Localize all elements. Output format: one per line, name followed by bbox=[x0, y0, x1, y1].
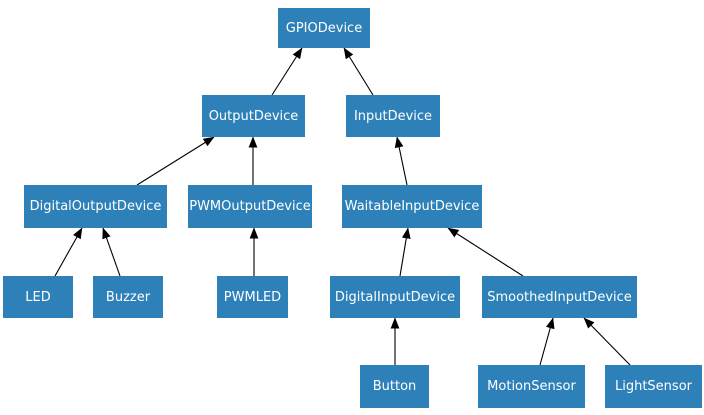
node-waitableinputdevice: WaitableInputDevice bbox=[342, 185, 482, 228]
node-lightsensor: LightSensor bbox=[605, 365, 702, 408]
node-pwmoutputdevice: PWMOutputDevice bbox=[188, 185, 312, 228]
edge-inputdevice-to-gpiodevice bbox=[343, 47, 374, 96]
node-digitaloutputdevice: DigitalOutputDevice bbox=[24, 185, 167, 228]
edge-outputdevice-to-gpiodevice bbox=[271, 47, 303, 96]
node-inputdevice: InputDevice bbox=[346, 95, 440, 137]
edge-buzzer-to-digitaloutputdevice bbox=[102, 227, 121, 277]
node-gpiodevice: GPIODevice bbox=[278, 8, 370, 48]
edge-lightsensor-to-smoothedinputdevice bbox=[583, 317, 631, 366]
edge-digitaloutputdevice-to-outputdevice bbox=[136, 136, 215, 186]
node-button: Button bbox=[360, 365, 429, 408]
node-outputdevice: OutputDevice bbox=[202, 95, 305, 137]
node-digitalinputdevice: DigitalInputDevice bbox=[330, 276, 460, 318]
edge-waitableinputdevice-to-inputdevice bbox=[394, 136, 408, 186]
node-motionsensor: MotionSensor bbox=[478, 365, 585, 408]
edge-digitalinputdevice-to-waitableinputdevice bbox=[399, 227, 411, 277]
node-led: LED bbox=[3, 276, 73, 318]
edge-led-to-digitaloutputdevice bbox=[54, 227, 83, 277]
node-buzzer: Buzzer bbox=[93, 276, 163, 318]
edge-smoothedinputdevice-to-waitableinputdevice bbox=[447, 227, 524, 277]
node-smoothedinputdevice: SmoothedInputDevice bbox=[482, 276, 637, 318]
node-pwmled: PWMLED bbox=[217, 276, 288, 318]
edge-motionsensor-to-smoothedinputdevice bbox=[539, 317, 555, 366]
